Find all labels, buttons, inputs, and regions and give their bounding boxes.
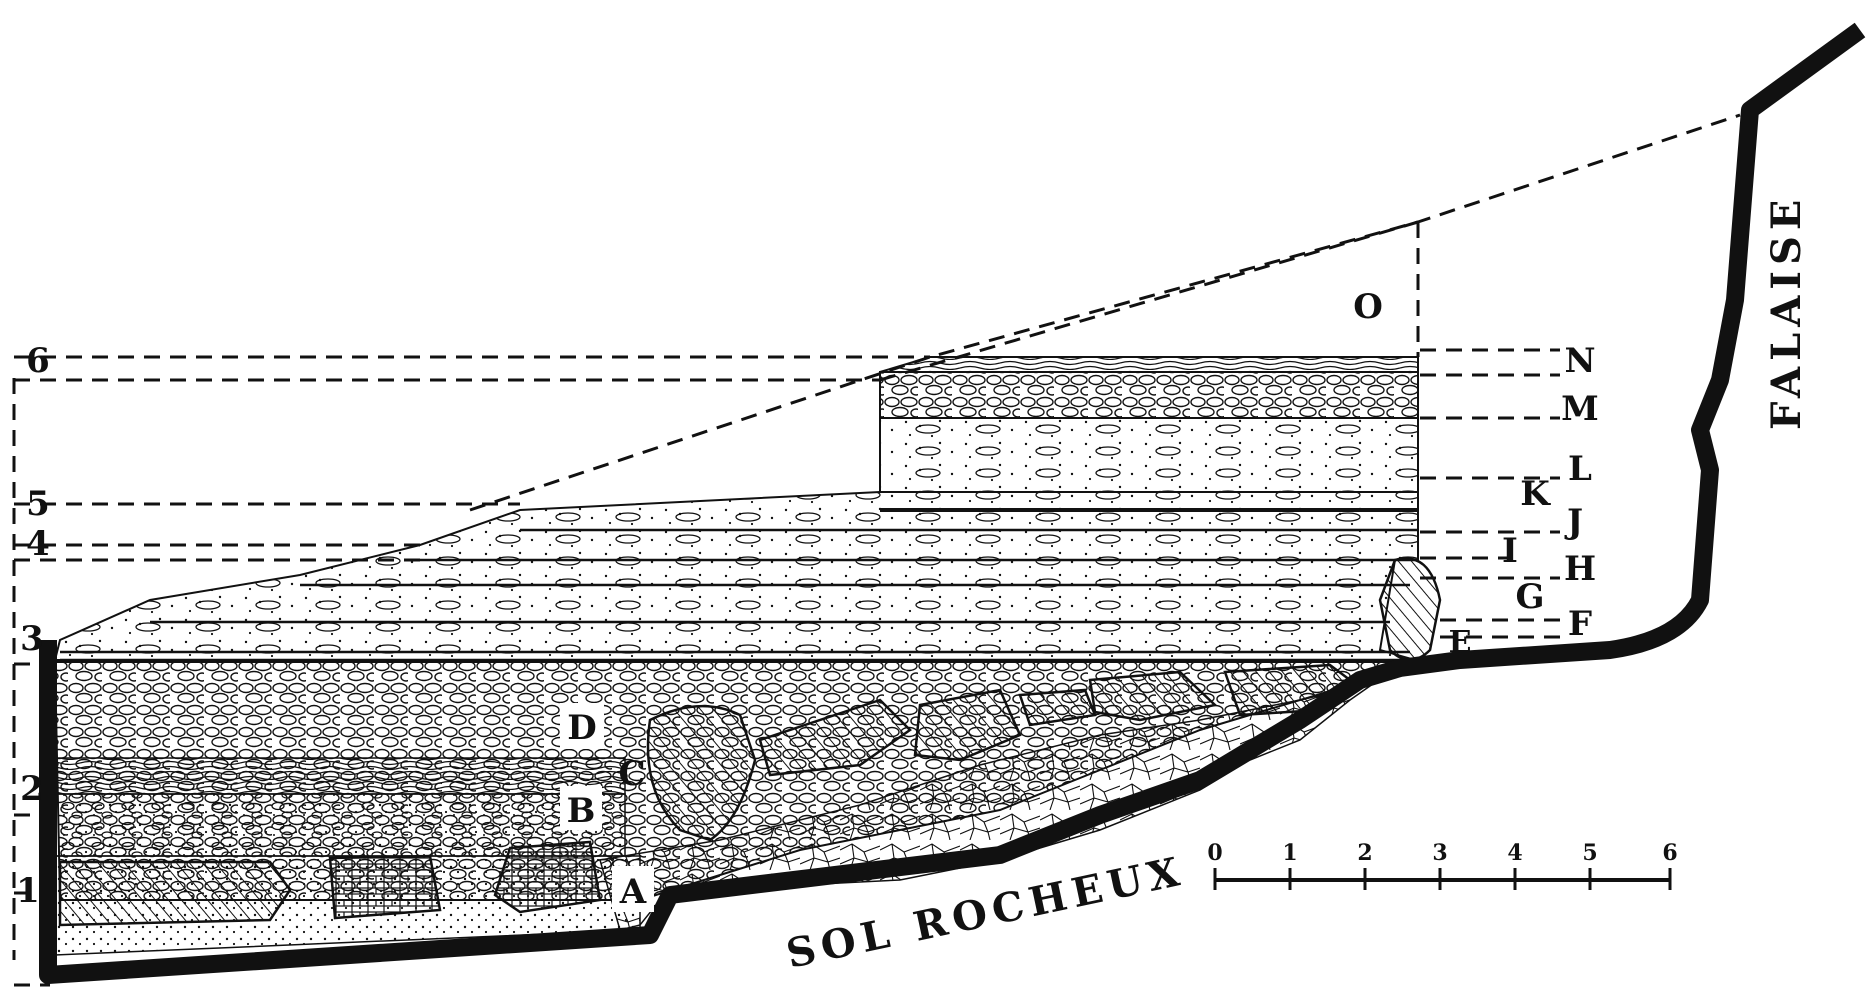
label-i: I (1502, 531, 1518, 571)
scale-tick-2: 2 (1357, 840, 1372, 866)
scale-bar: 0 1 2 3 4 5 6 (1207, 840, 1678, 890)
rock-floor (39, 22, 1866, 984)
layer-labels: A B C D E F G H I J K L M N O (560, 287, 1599, 912)
cliff-label: FALAISE (1763, 194, 1810, 430)
depth-mark-3: 3 (20, 619, 44, 659)
hatched-blocks (58, 557, 1442, 927)
label-b: B (567, 791, 596, 831)
label-j: J (1564, 502, 1583, 542)
scale-tick-1: 1 (1282, 840, 1297, 866)
label-h: H (1564, 549, 1596, 589)
layer-m-pebbles (879, 371, 1419, 419)
scale-tick-5: 5 (1582, 840, 1597, 866)
layer-c-band (54, 757, 626, 795)
scale-tick-4: 4 (1507, 840, 1522, 866)
label-f: F (1568, 604, 1592, 644)
depth-mark-2: 2 (20, 769, 44, 809)
label-g: G (1515, 577, 1544, 617)
label-k: K (1520, 474, 1551, 514)
label-l: L (1568, 449, 1592, 489)
layer-n-thin (879, 356, 1419, 373)
depth-mark-6: 6 (26, 341, 50, 381)
label-o: O (1353, 287, 1383, 327)
label-d: D (567, 708, 596, 748)
label-n: N (1564, 341, 1595, 381)
scale-tick-0: 0 (1207, 840, 1222, 866)
depth-mark-1: 1 (16, 871, 40, 911)
scale-tick-3: 3 (1432, 840, 1447, 866)
label-m: M (1561, 389, 1599, 429)
depth-mark-4: 4 (26, 524, 50, 564)
label-c: C (618, 754, 645, 794)
scale-tick-6: 6 (1662, 840, 1677, 866)
label-a: A (619, 872, 647, 912)
layer-lines (60, 508, 1418, 662)
label-e: E (1449, 625, 1472, 660)
depth-marks: 1 2 3 4 5 6 (16, 341, 50, 911)
depth-mark-5: 5 (26, 484, 50, 524)
layer-l-sand (879, 417, 1419, 493)
layer-f-to-k (53, 491, 1419, 661)
